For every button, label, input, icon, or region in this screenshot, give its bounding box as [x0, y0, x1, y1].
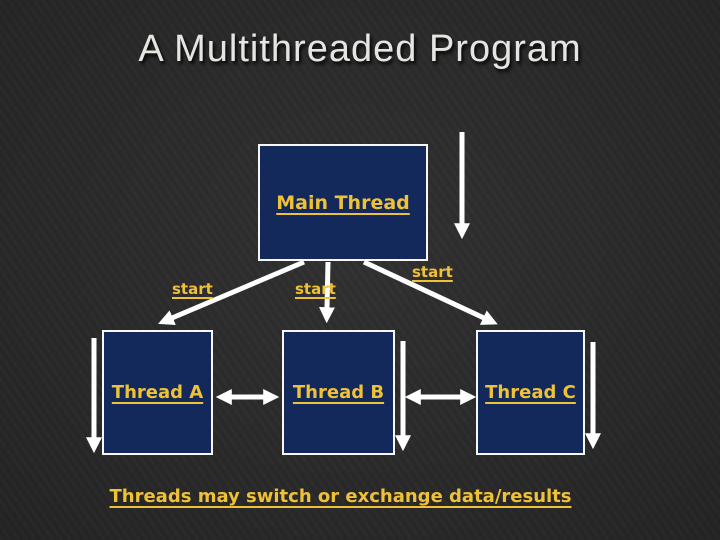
start-label-thread-a: start — [172, 280, 213, 298]
main-thread-label: Main Thread — [276, 191, 410, 214]
main-thread-box: Main Thread — [258, 144, 428, 261]
thread-a-label: Thread A — [111, 382, 204, 403]
arrow-start-main-to-thread-a — [158, 259, 305, 326]
thread-c-box: Thread C — [476, 330, 585, 455]
thread-c-label: Thread C — [485, 382, 576, 403]
footer-note: Threads may switch or exchange data/resu… — [109, 486, 572, 507]
arrow-start-main-to-thread-b — [319, 261, 336, 324]
start-label-thread-c: start — [412, 263, 453, 281]
thread-b-box: Thread B — [282, 330, 395, 455]
start-label-thread-b: start — [295, 280, 336, 298]
slide-title: A Multithreaded Program — [138, 28, 582, 70]
thread-a-box: Thread A — [102, 330, 213, 455]
arrow-start-main-to-thread-c — [362, 259, 498, 325]
thread-b-label: Thread B — [292, 382, 385, 403]
